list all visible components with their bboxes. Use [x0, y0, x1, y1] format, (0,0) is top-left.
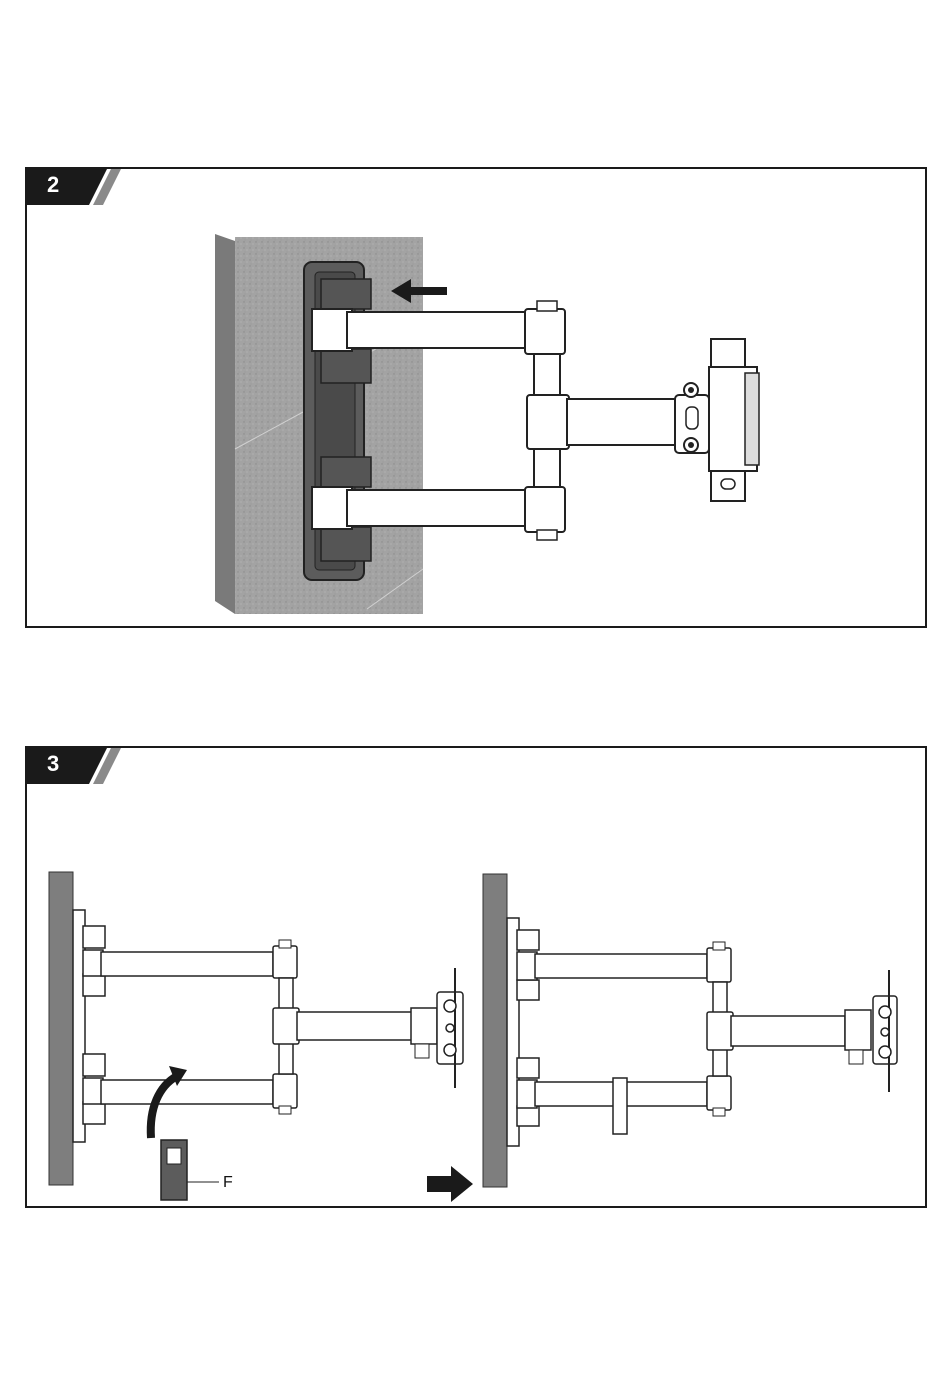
step-2-illustration: [27, 169, 925, 626]
step-3-panel: 3: [25, 746, 927, 1208]
wall-left: [49, 872, 73, 1185]
middle-arm: [527, 395, 677, 449]
step-3-illustration: [27, 748, 925, 1206]
part-label-f: F: [223, 1174, 233, 1192]
step-2-panel: 2: [25, 167, 927, 628]
right-assembly: [483, 874, 897, 1187]
left-assembly: [49, 872, 463, 1185]
upper-arm: [312, 301, 565, 354]
tilt-head: [675, 339, 759, 501]
push-right-arrow-icon: [427, 1166, 473, 1202]
installed-clip-f: [613, 1078, 627, 1134]
clip-f: [161, 1140, 219, 1200]
wall-right: [483, 874, 507, 1187]
